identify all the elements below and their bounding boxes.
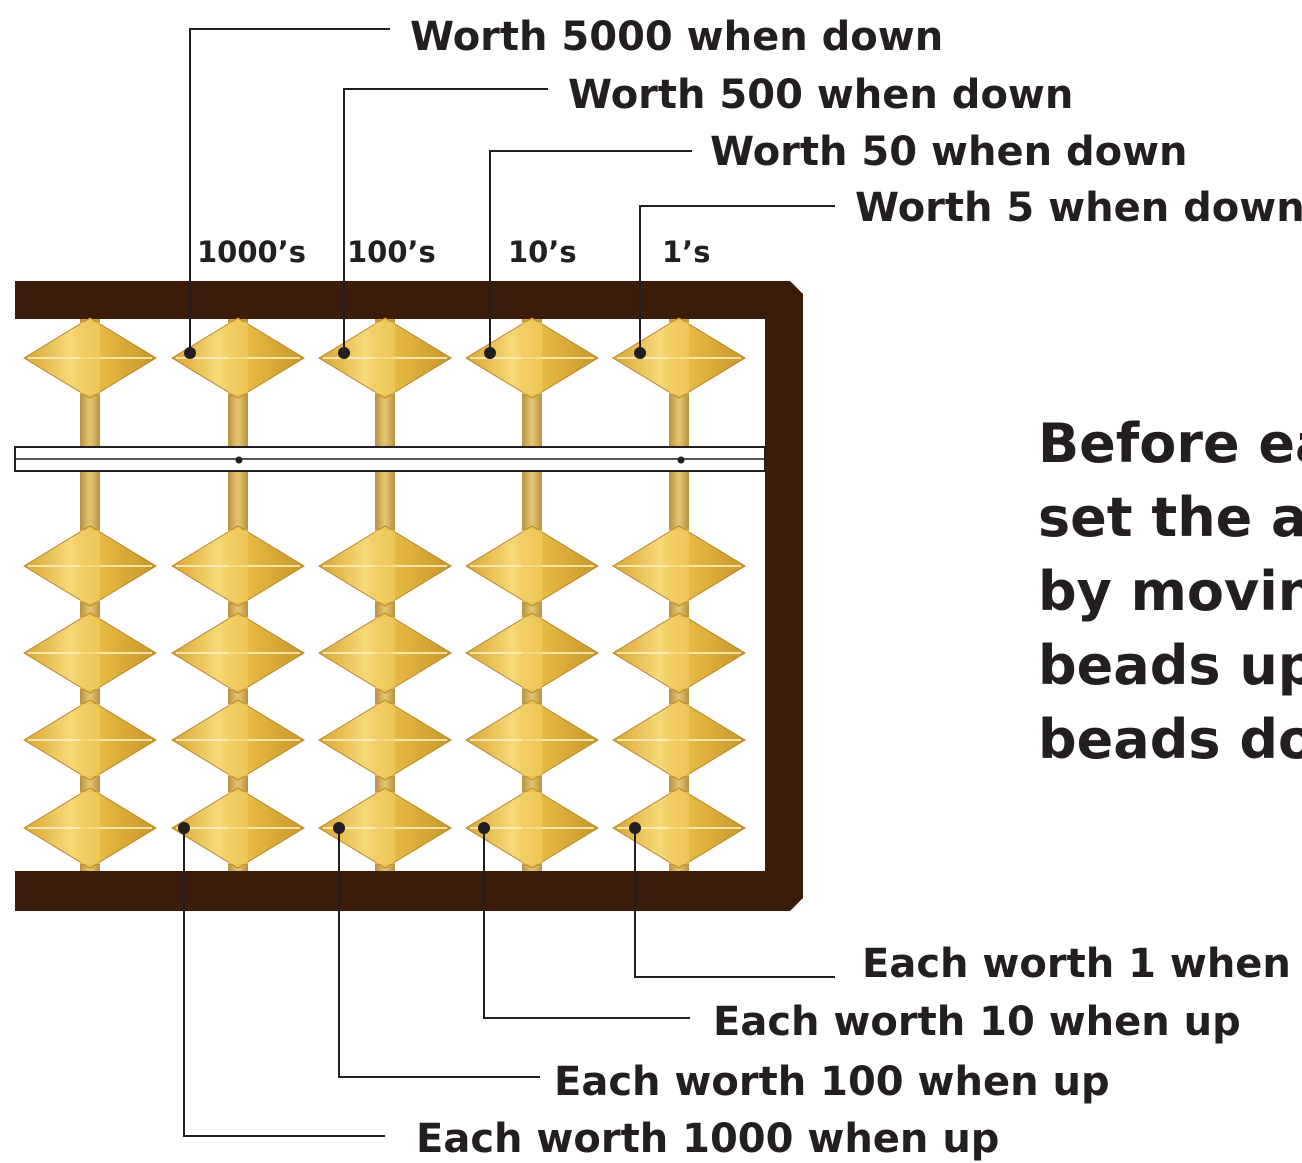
callout-text-50: Worth 50 when down xyxy=(710,129,1188,175)
lower-bead-rod-4-2-hole xyxy=(522,617,542,689)
lower-bead-rod-1-4[interactable] xyxy=(24,788,156,868)
lower-bead-rod-5-4-hole xyxy=(669,792,689,864)
unit-dot-ones xyxy=(678,457,685,464)
callout-dot-5 xyxy=(634,347,646,359)
upper-bead-rod-1-hole xyxy=(80,322,100,394)
frame-top xyxy=(15,281,803,319)
lower-bead-rod-1-2[interactable] xyxy=(24,613,156,693)
upper-bead-rod-4-hole xyxy=(522,322,542,394)
lower-bead-rod-2-2-hole xyxy=(228,617,248,689)
lower-bead-rod-2-4-hole xyxy=(228,792,248,864)
lower-bead-rod-4-4-hole xyxy=(522,792,542,864)
callout-dot-100 xyxy=(333,822,345,834)
callout-text-1000: Each worth 1000 when up xyxy=(416,1116,999,1162)
lower-bead-rod-1-4-hole xyxy=(80,792,100,864)
bottom-callout-texts: Each worth 1 when up Each worth 10 when … xyxy=(416,941,1302,1162)
lower-bead-rod-4-1[interactable] xyxy=(466,526,598,606)
lower-bead-rod-1-1-hole xyxy=(80,530,100,602)
callout-dot-1 xyxy=(629,822,641,834)
lower-bead-rod-4-1-hole xyxy=(522,530,542,602)
top-callout-texts: Worth 5000 when down Worth 500 when down… xyxy=(410,14,1302,231)
callout-dot-50 xyxy=(484,347,496,359)
callout-dot-500 xyxy=(338,347,350,359)
lower-bead-rod-4-2[interactable] xyxy=(466,613,598,693)
lower-bead-rod-2-2[interactable] xyxy=(172,613,304,693)
column-label-hundreds: 100’s xyxy=(347,235,436,269)
instruction-text: Before eac set the ab by moving beads up… xyxy=(1038,412,1302,771)
column-label-thousands: 1000’s xyxy=(197,235,306,269)
lower-bead-rod-5-3-hole xyxy=(669,704,689,776)
upper-bead-rod-5-hole xyxy=(669,322,689,394)
lower-bead-rod-2-3-hole xyxy=(228,704,248,776)
lower-bead-rod-2-3[interactable] xyxy=(172,700,304,780)
column-label-ones: 1’s xyxy=(662,235,710,269)
column-label-tens: 10’s xyxy=(508,235,577,269)
lower-bead-rod-3-1-hole xyxy=(375,530,395,602)
lower-bead-rod-3-2-hole xyxy=(375,617,395,689)
lower-bead-rod-5-2[interactable] xyxy=(613,613,745,693)
callout-text-100: Each worth 100 when up xyxy=(554,1059,1110,1105)
upper-bead-rod-3-hole xyxy=(375,322,395,394)
instruction-line-4: beads up, xyxy=(1038,634,1302,697)
callout-dot-1000 xyxy=(178,822,190,834)
lower-bead-rod-3-3-hole xyxy=(375,704,395,776)
lower-bead-rod-3-3[interactable] xyxy=(319,700,451,780)
callout-text-1: Each worth 1 when up xyxy=(862,941,1302,987)
lower-bead-rod-4-3-hole xyxy=(522,704,542,776)
upper-bead-rod-4[interactable] xyxy=(466,318,598,398)
lower-bead-rod-2-4[interactable] xyxy=(172,788,304,868)
lower-bead-rod-1-3[interactable] xyxy=(24,700,156,780)
callout-text-500: Worth 500 when down xyxy=(568,72,1073,118)
upper-bead-rod-5[interactable] xyxy=(613,318,745,398)
upper-bead-rod-3[interactable] xyxy=(319,318,451,398)
reckoning-bar xyxy=(15,447,765,471)
callout-text-5000: Worth 5000 when down xyxy=(410,14,943,60)
lower-bead-rod-2-1[interactable] xyxy=(172,526,304,606)
upper-bead-rod-1[interactable] xyxy=(24,318,156,398)
frame-bottom xyxy=(15,871,803,911)
lower-bead-rod-3-2[interactable] xyxy=(319,613,451,693)
lower-bead-rod-5-1[interactable] xyxy=(613,526,745,606)
lower-bead-rod-1-1[interactable] xyxy=(24,526,156,606)
unit-dot-hundreds xyxy=(236,457,243,464)
instruction-line-5: beads dov xyxy=(1038,708,1302,771)
instruction-line-2: set the ab xyxy=(1038,486,1302,549)
callout-text-5: Worth 5 when down xyxy=(855,185,1302,231)
upper-bead-rod-2-hole xyxy=(228,322,248,394)
callout-dot-10 xyxy=(478,822,490,834)
lower-bead-rod-3-1[interactable] xyxy=(319,526,451,606)
lower-bead-rod-3-4-hole xyxy=(375,792,395,864)
lower-bead-rod-5-2-hole xyxy=(669,617,689,689)
lower-bead-rod-4-3[interactable] xyxy=(466,700,598,780)
lower-bead-rod-5-3[interactable] xyxy=(613,700,745,780)
lower-bead-rod-5-1-hole xyxy=(669,530,689,602)
callout-line-100 xyxy=(339,828,540,1077)
instruction-line-3: by moving xyxy=(1038,560,1302,623)
column-labels: 1000’s 100’s 10’s 1’s xyxy=(197,235,710,269)
callout-text-10: Each worth 10 when up xyxy=(713,999,1241,1045)
instruction-line-1: Before eac xyxy=(1038,412,1302,475)
frame-right xyxy=(765,281,803,911)
lower-bead-rod-1-3-hole xyxy=(80,704,100,776)
callout-dot-5000 xyxy=(184,347,196,359)
lower-bead-rod-2-1-hole xyxy=(228,530,248,602)
lower-bead-rod-1-2-hole xyxy=(80,617,100,689)
